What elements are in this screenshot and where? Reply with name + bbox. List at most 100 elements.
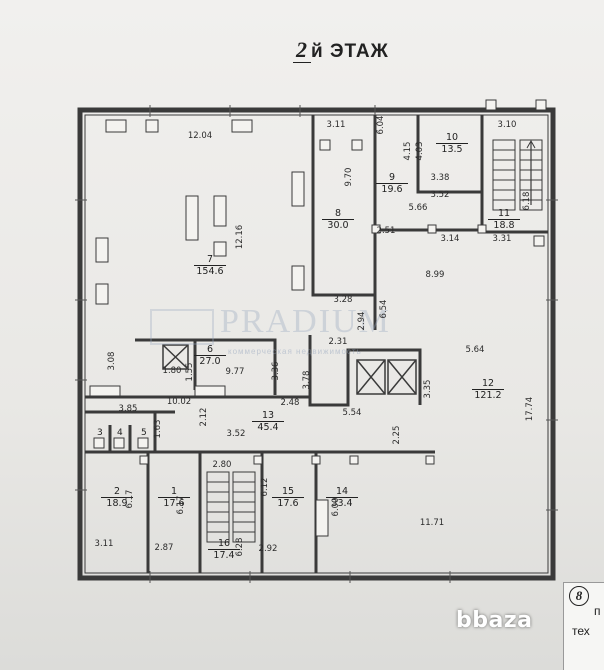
wc-room-number: 3 [97,428,103,438]
column [319,139,331,151]
dimension-label: 3.28 [333,295,353,305]
dimension-label: 6.28 [235,537,245,557]
room-area: 18.9 [106,498,128,509]
dimension-label: 1.55 [185,362,195,382]
dimension-label: 3.35 [423,379,433,399]
dimension-label: 2.94 [357,311,367,331]
room-area: 45.4 [257,422,279,433]
wall-room10 [416,115,482,194]
floor-suffix: й ЭТАЖ [311,41,389,62]
dimension-label: 4.03 [415,141,425,161]
dimension-label: 5.54 [342,408,362,418]
room-number: 10 [436,132,468,144]
dimension-label: 2.92 [258,544,278,554]
sheet-note-2: тех [572,624,590,638]
column [371,224,381,234]
column [194,385,226,397]
column [315,499,329,537]
wc-room-number: 4 [117,428,123,438]
dimension-label: 3.52 [226,429,246,439]
wc-room-number: 5 [141,428,147,438]
dimension-label: 12.04 [187,131,213,141]
stair-arrow-head [526,139,536,149]
dimension-label: 3.78 [302,370,312,390]
elevators [162,344,417,395]
brand-watermark: bbaza [456,608,533,633]
room-area: 154.6 [196,266,224,277]
column [231,119,253,133]
sheet-note-1: п [594,604,601,618]
room-area: 17.6 [163,498,185,509]
dimension-label: 3.10 [497,120,517,130]
dimension-label: 3.11 [94,539,114,549]
room-number: 7 [194,254,226,266]
dimension-label: 4.15 [403,141,413,161]
column [533,235,545,247]
toilet [113,437,125,449]
stair-flight [492,139,516,211]
elevator-shaft [387,359,417,395]
column [253,455,263,465]
staircase-top [492,139,543,211]
dimension-label: 3.38 [430,173,450,183]
room-number: 9 [376,172,408,184]
sheet-number: 8 [569,586,589,606]
room-number: 6 [194,344,226,356]
dimension-label: 6.12 [260,477,270,497]
column [185,195,199,241]
column [535,99,547,111]
column [291,171,305,207]
elevator-cross [162,344,189,370]
column [291,265,305,291]
dimension-label: 6.18 [522,191,532,211]
column [349,455,359,465]
wall-room8 [311,115,377,297]
dimension-label: 6.17 [176,495,186,515]
room-area: 30.0 [327,220,349,231]
wc-fixtures [93,437,149,449]
dimension-label: 2.80 [212,460,232,470]
column [427,224,437,234]
column [89,385,121,397]
dimension-label: 6.00 [331,497,341,517]
floor-number: 2 [293,37,311,63]
room-area: 27.0 [199,356,221,367]
room-number: 13 [252,410,284,422]
dimension-label: 2.48 [280,398,300,408]
dimension-label: 5.64 [465,345,485,355]
room-number: 2 [101,486,133,498]
room-area: 33.4 [331,498,353,509]
wall-core [308,335,422,407]
staircase-bottom [206,471,256,543]
room-number: 16 [208,538,240,550]
column [95,283,109,305]
room-number: 8 [322,208,354,220]
room-number: 15 [272,486,304,498]
room-number: 14 [326,486,358,498]
column [139,455,149,465]
room-area: 17.6 [277,498,299,509]
dimension-label: 3.11 [326,120,346,130]
watermark-subtitle: коммерческая недвижимость [228,347,362,356]
wall-room6 [135,338,277,395]
room-area: 19.6 [381,184,403,195]
dimension-label: 3.52 [430,190,450,200]
interior-walls [85,115,548,573]
room-area: 17.4 [213,550,235,561]
dimension-label: 1.63 [153,419,163,439]
dimension-label: 3.08 [107,351,117,371]
dimension-label: 6.54 [379,299,389,319]
dimension-label: 3.14 [440,234,460,244]
room-area: 121.2 [474,390,502,401]
elevator-shaft [356,359,386,395]
dimension-label: 2.51 [376,226,396,236]
watermark-logo [150,309,214,345]
